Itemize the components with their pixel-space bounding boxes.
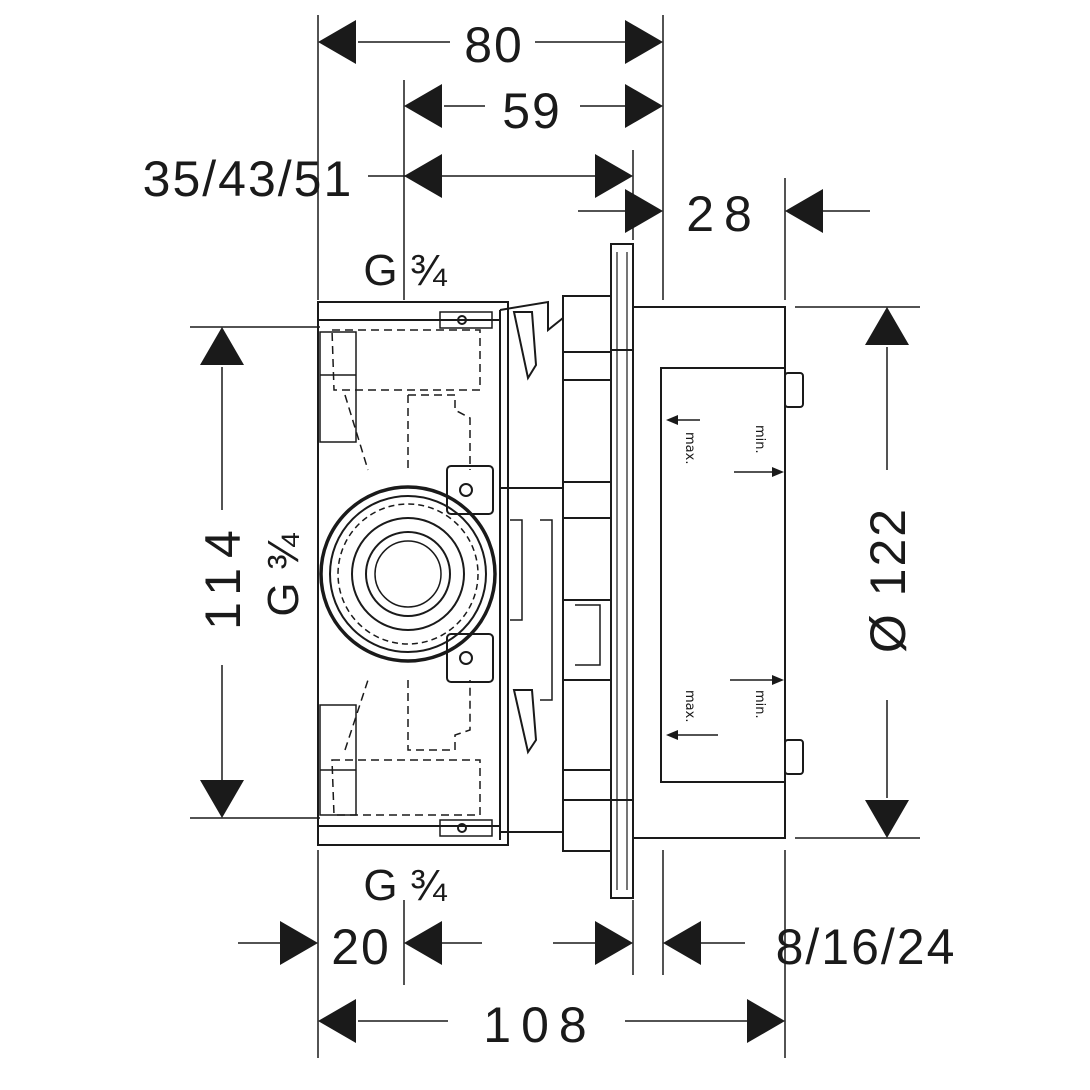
dimension-35-43-51: 35/43/51 — [143, 151, 633, 207]
dimension-label-59: 59 — [502, 83, 562, 139]
dimension-114: 114 — [195, 327, 251, 818]
dimension-8-16-24: 8/16/24 — [553, 919, 957, 975]
temperature-markings: max. min. max. min. — [666, 415, 784, 740]
dimension-label-28: 28 — [686, 186, 762, 242]
max-marking-lower: max. — [682, 690, 697, 722]
dimension-label-114: 114 — [195, 520, 251, 630]
dimension-122: Ø 122 — [860, 307, 916, 838]
dimension-20: 20 — [238, 919, 482, 975]
extension-lines — [190, 15, 920, 1058]
housing-body — [317, 300, 564, 846]
dimension-label-108: 108 — [483, 997, 596, 1053]
dimension-label-35-43-51: 35/43/51 — [143, 151, 354, 207]
max-marking-upper: max. — [682, 432, 697, 464]
dimension-label-8-16-24: 8/16/24 — [776, 919, 957, 975]
min-marking-upper: min. — [752, 425, 767, 454]
dimension-59: 59 — [404, 83, 663, 139]
dimension-108: 108 — [318, 997, 785, 1053]
mounting-flange — [510, 243, 634, 899]
center-port — [319, 485, 497, 663]
cartridge-cover — [632, 306, 804, 839]
thread-label-side: G ¾ — [259, 532, 308, 616]
dimension-label-20: 20 — [331, 919, 391, 975]
dimension-80: 80 — [318, 17, 663, 73]
dimension-label-122: Ø 122 — [860, 507, 916, 653]
min-marking-lower: min. — [752, 690, 767, 719]
thread-label-top: G ¾ — [363, 246, 447, 295]
thread-label-bottom: G ¾ — [363, 861, 447, 910]
dimension-label-80: 80 — [464, 17, 524, 73]
dimension-28: 28 — [578, 186, 870, 242]
